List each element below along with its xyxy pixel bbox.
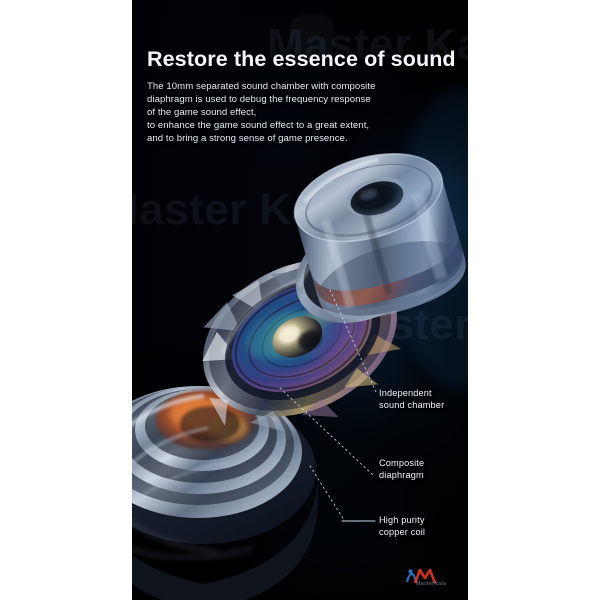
- callout-0-line2: sound chamber: [379, 399, 445, 410]
- callout-label-high-purity-copper-coil: High purity copper coil: [379, 515, 425, 538]
- callout-2-line1: High purity: [379, 515, 425, 525]
- callout-1-line2: diaphragm: [379, 469, 424, 480]
- description-line-4: to enhance the game sound effect to a gr…: [147, 120, 370, 132]
- callout-leader-lines: [279, 289, 377, 522]
- page-title: Restore the essence of sound: [147, 47, 456, 71]
- description-line-5: and to bring a strong sense of game pres…: [147, 133, 348, 145]
- watermark-logo-mark-top: [290, 14, 334, 58]
- callout-1-line1: Composite: [379, 458, 425, 468]
- watermark-text-top: Master Kala: [267, 20, 468, 69]
- callout-label-composite-diaphragm: Composite diaphragm: [379, 458, 424, 481]
- copper-coil-base-group: [132, 386, 318, 600]
- brand-logo-icon: [405, 568, 437, 584]
- product-image-panel: Master Kala Master Kala Master Kala: [132, 0, 468, 600]
- callout-2-line2: copper coil: [379, 526, 426, 537]
- description-paragraph: The 10mm separated sound chamber with co…: [147, 80, 462, 146]
- description-line-3: of the game sound effect,: [147, 106, 257, 118]
- brand-watermark: MasterKala: [402, 566, 466, 592]
- leader-line-high-purity-copper-coil: [309, 465, 345, 521]
- exploded-earphone-driver-illustration: [132, 90, 468, 600]
- description-line-2: diaphragm is used to debug the frequency…: [147, 93, 371, 105]
- description-line-1: The 10mm separated sound chamber with co…: [147, 80, 376, 92]
- leader-line-composite-diaphragm: [279, 387, 375, 477]
- callout-label-independent-sound-chamber: Independent sound chamber: [379, 388, 444, 411]
- text-block: Restore the essence of sound The 10mm se…: [147, 48, 462, 146]
- leader-line-independent-sound-chamber: [329, 289, 377, 393]
- brand-logo-text: MasterKala: [416, 581, 447, 587]
- callout-0-line1: Independent: [379, 388, 432, 398]
